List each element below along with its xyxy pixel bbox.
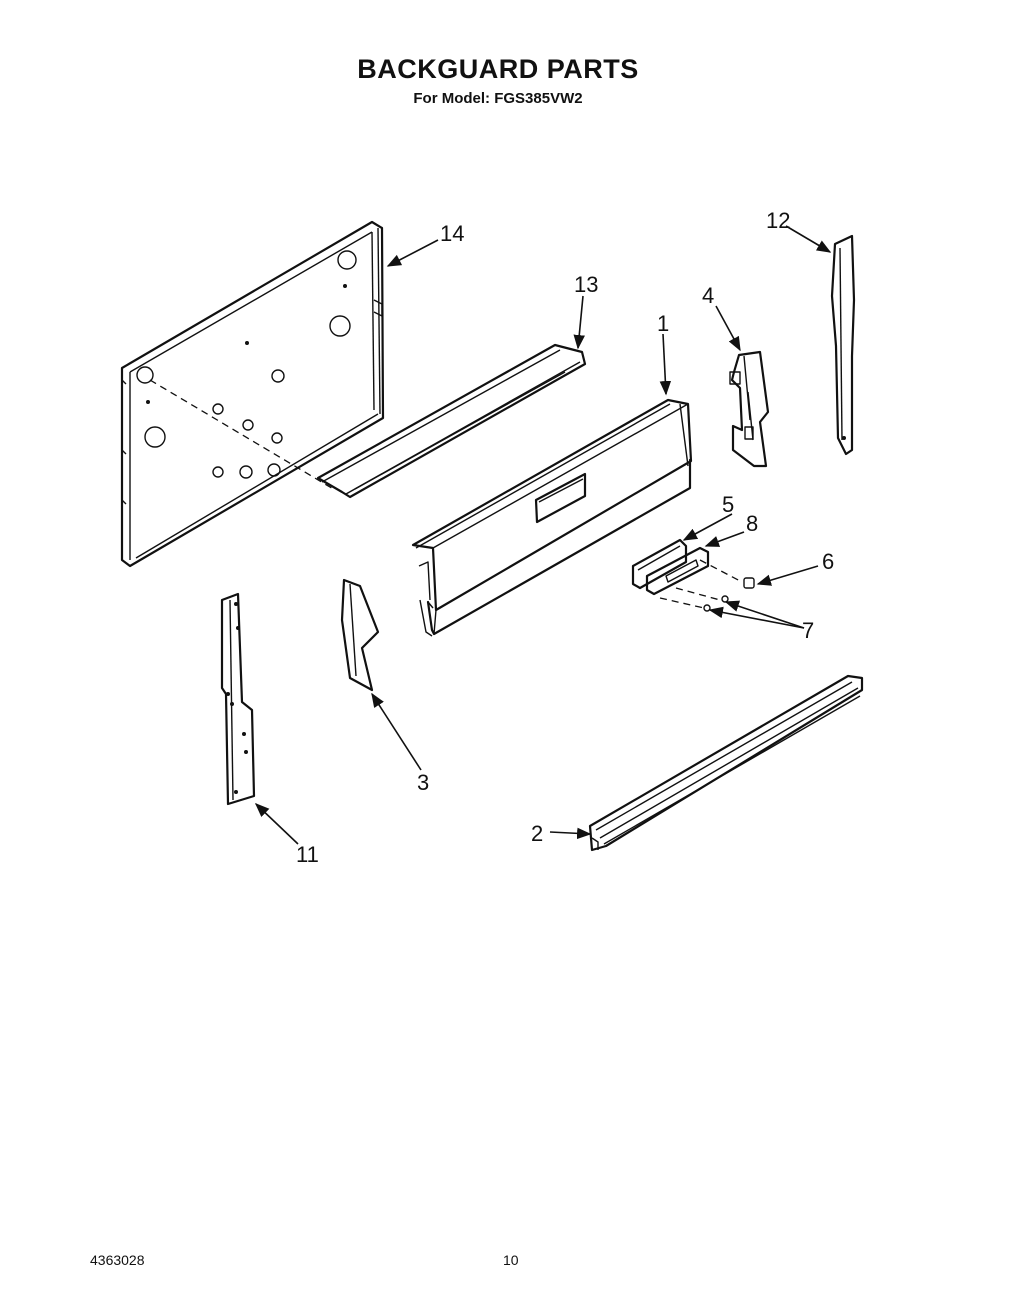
part-5-lens <box>631 538 688 590</box>
callout-14: 14 <box>440 221 464 246</box>
assembly-dash-line <box>149 379 336 491</box>
callout-2: 2 <box>531 821 543 846</box>
leader-lines <box>254 225 832 845</box>
part-2-trim-strip <box>588 674 864 852</box>
callout-13: 13 <box>574 272 598 297</box>
callout-5: 5 <box>722 492 734 517</box>
callout-12: 12 <box>766 208 790 233</box>
page-number: 10 <box>503 1252 519 1268</box>
part-6-knob <box>743 577 755 589</box>
callout-8: 8 <box>746 511 758 536</box>
part-8-bracket <box>645 546 710 596</box>
callout-4: 4 <box>702 283 714 308</box>
part-3-end-cap <box>340 578 380 692</box>
callout-1: 1 <box>657 311 669 336</box>
callout-7: 7 <box>802 618 814 643</box>
part-13-channel <box>316 343 587 499</box>
part-12-side-trim <box>830 234 856 456</box>
part-4-bracket <box>729 350 770 468</box>
part-11-side-trim <box>220 592 256 806</box>
callout-11: 11 <box>296 842 319 867</box>
callout-3: 3 <box>417 770 429 795</box>
callout-6: 6 <box>822 549 834 574</box>
document-number: 4363028 <box>90 1252 145 1268</box>
model-subtitle: For Model: FGS385VW2 <box>413 90 583 107</box>
page-title: BACKGUARD PARTS <box>357 54 639 84</box>
part-14-rear-panel <box>120 220 385 568</box>
part-1-control-panel <box>411 398 693 637</box>
